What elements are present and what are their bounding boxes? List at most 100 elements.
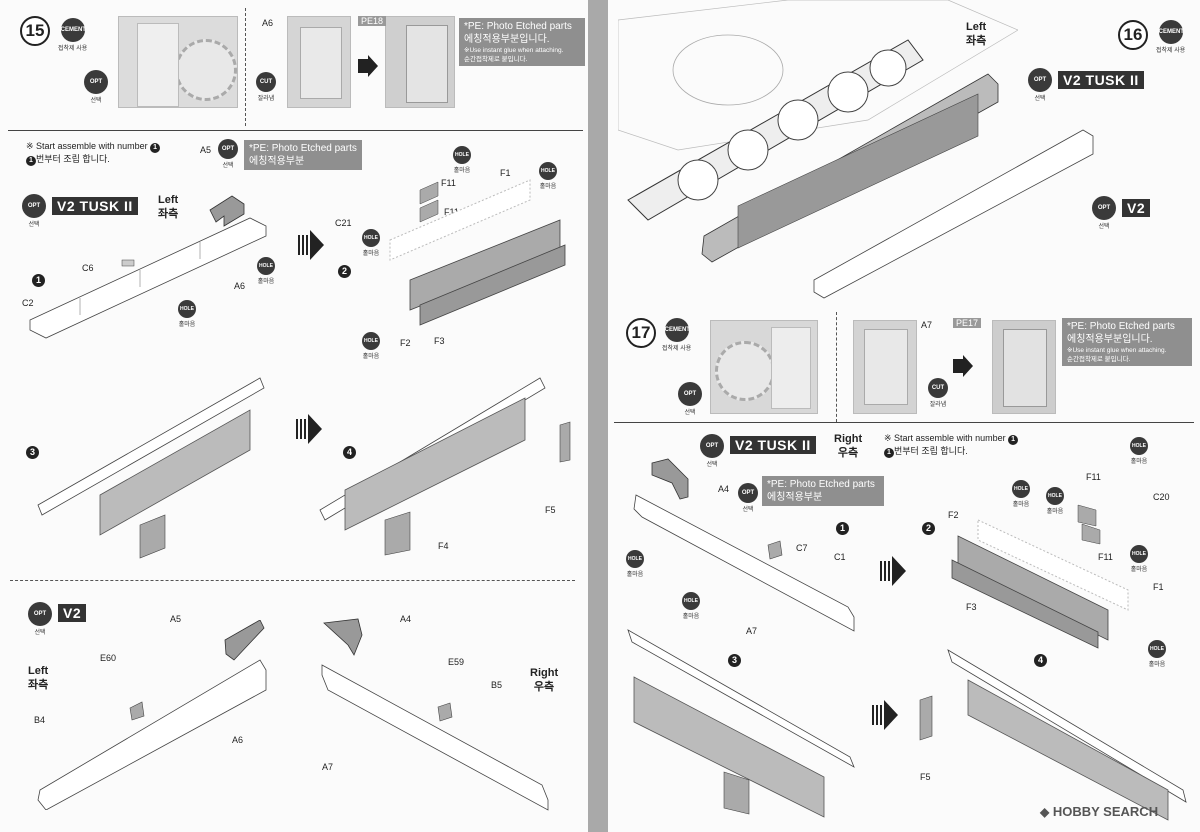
pe-korean: 에칭적용부분: [249, 156, 305, 167]
part-f3: F3: [434, 336, 445, 346]
side-kr: 우측: [837, 447, 859, 459]
armor-plate: [137, 23, 179, 107]
pe-note-box: *PE: Photo Etched parts 에칭적용부분: [244, 140, 362, 170]
page-gutter: [588, 0, 608, 832]
substep-4: 4: [1034, 654, 1047, 667]
step-arrow-icon: [296, 414, 322, 444]
section-divider: [8, 130, 583, 131]
part-a5: A5: [170, 614, 182, 624]
step-arrow-icon: [298, 230, 324, 260]
step-arrow-icon: [953, 355, 973, 377]
step-17-number: 17: [626, 318, 656, 348]
variant-chip: V2 TUSK II: [730, 436, 816, 454]
part-f11b: F11: [444, 207, 459, 217]
part-e59: E59: [448, 657, 465, 667]
sprocket-wheel: [175, 39, 237, 101]
v2-skirt-drawing: [813, 129, 1094, 299]
armor-plate: [771, 327, 811, 409]
pe18-label: PE18: [358, 16, 387, 26]
armor-plate: [864, 329, 908, 405]
variant-chip: V2: [1122, 199, 1151, 217]
pe-title: *PE: Photo Etched parts: [1067, 321, 1175, 332]
substep-2: 2: [338, 265, 351, 278]
step-17-photo-a7: [853, 320, 917, 414]
part-b4: B4: [34, 715, 46, 725]
part-b5: B5: [491, 680, 503, 690]
hobby-search-logo: ◆ HOBBY SEARCH: [1040, 804, 1158, 819]
pe-korean: 에칭적용부분: [767, 492, 823, 503]
pe-note-kr: 순간접착제로 붙입니다.: [464, 56, 528, 63]
side-label: Right 우측: [834, 432, 862, 460]
part-f4: F4: [438, 541, 449, 551]
start-note-en: ※ Start assemble with number: [884, 433, 1006, 443]
variant-chip: V2 TUSK II: [52, 197, 138, 215]
side-en: Left: [158, 194, 179, 206]
substep-1: 1: [32, 274, 45, 287]
start-note-kr: 번부터 조립 합니다.: [894, 446, 968, 456]
armor-plate: [300, 27, 342, 99]
step-15-photo-pe18: [385, 16, 455, 108]
step-17-photo-pe17: [992, 320, 1056, 414]
side-kr: 좌측: [28, 679, 49, 691]
part-f11b: F11: [1098, 552, 1113, 562]
pe-note-kr: 순간접착제로 붙입니다.: [1067, 356, 1131, 363]
substep-3: 3: [728, 654, 741, 667]
side-kr: 좌측: [158, 208, 179, 220]
step-arrow-icon: [358, 55, 378, 77]
v2-left-skirt-drawing: [37, 620, 267, 810]
part-a6-label: A6: [262, 18, 274, 28]
pe-note-en: ※Use instant glue when attaching.: [464, 47, 564, 54]
step-15-number: 15: [20, 16, 50, 46]
logo-text: HOBBY SEARCH: [1052, 804, 1159, 819]
left-side-label: Left 좌측: [28, 664, 48, 692]
step-15-photo-a6: [287, 16, 351, 108]
variant-chip: V2 TUSK II: [1058, 71, 1144, 89]
substep-3: 3: [26, 446, 39, 459]
start-number-icon: 1: [1008, 435, 1019, 445]
pe-korean: 에칭적용부분입니다.: [1067, 334, 1153, 345]
right-skirt-armor-drawing: [627, 629, 855, 818]
section-divider: [614, 422, 1194, 423]
armor-tiles-drawing: [389, 179, 566, 326]
start-number-icon: 1: [26, 156, 36, 166]
pe-title: *PE: Photo Etched parts: [249, 143, 357, 154]
substep-1: 1: [836, 522, 849, 535]
side-en: Left: [28, 665, 49, 677]
part-a7: A7: [746, 626, 758, 636]
substep-2: 2: [922, 522, 935, 535]
tusk-armor-skirt-drawing: [701, 73, 999, 263]
variant-chip: V2: [58, 604, 87, 622]
part-c2: C2: [22, 298, 34, 308]
part-f1: F1: [500, 168, 511, 178]
pe-korean: 에칭적용부분입니다.: [464, 34, 550, 45]
logo-icon: ◆: [1040, 805, 1050, 819]
part-c6: C6: [82, 263, 94, 273]
part-a7-label: A7: [921, 320, 933, 330]
sprocket-wheel: [715, 341, 775, 401]
part-f5: F5: [920, 772, 931, 782]
side-skirt-armor-drawing: [37, 377, 265, 559]
section-divider: [10, 580, 575, 581]
divider: [245, 8, 246, 126]
part-a6: A6: [234, 281, 246, 291]
side-en: Right: [834, 433, 863, 445]
part-f1: F1: [1153, 582, 1164, 592]
part-a7: A7: [322, 762, 334, 772]
